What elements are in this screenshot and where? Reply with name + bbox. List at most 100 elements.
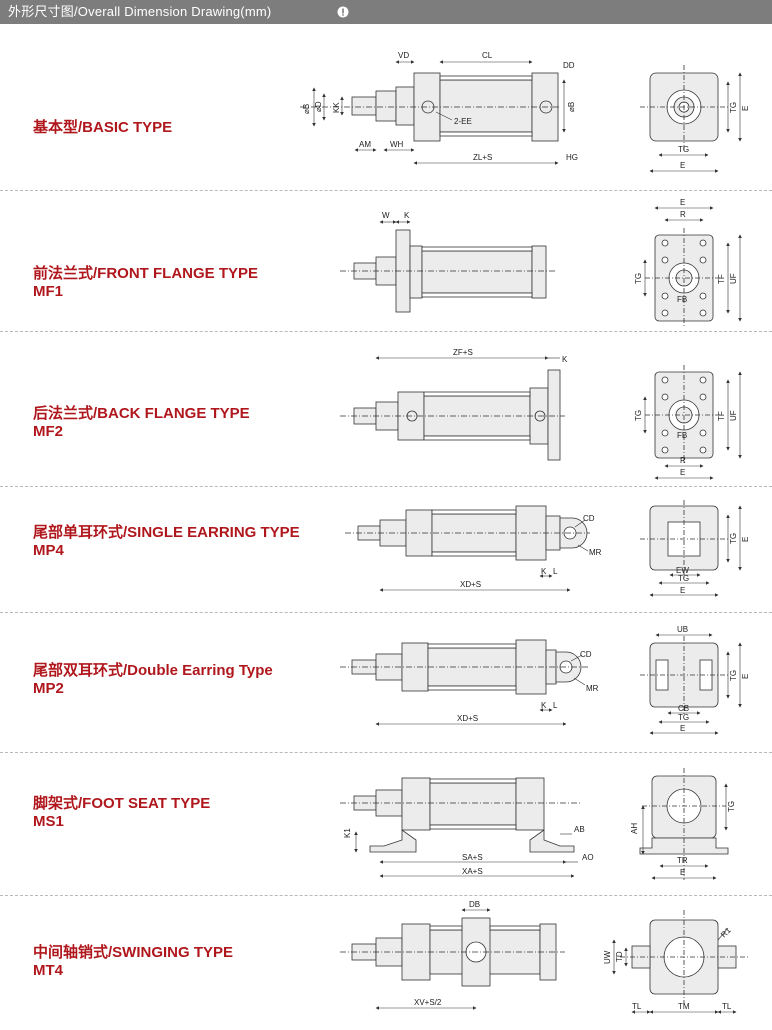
dim-label: E <box>680 468 685 477</box>
single-earring-side-view <box>345 505 590 561</box>
dim-label: FB <box>677 431 687 440</box>
dim-label: TG <box>729 533 738 544</box>
dim-label: TG <box>729 670 738 681</box>
dim-label: XV+S/2 <box>414 998 442 1007</box>
dim-label: EW <box>676 566 689 575</box>
dim-label: TD <box>615 951 624 962</box>
section-label-single-earring: 尾部单耳环式/SINGLE EARRING TYPE MP4 <box>33 524 300 560</box>
dim-label: CD <box>583 514 595 523</box>
type-name: 基本型/BASIC TYPE <box>33 119 173 136</box>
front-flange-side-view <box>340 229 555 313</box>
back-flange-end-view <box>645 365 722 465</box>
dim-label: SA+S <box>462 853 483 862</box>
dim-label: R <box>680 456 686 465</box>
section-divider <box>0 752 772 753</box>
dim-label: E <box>680 161 685 170</box>
dim-label: E <box>680 724 685 733</box>
dim-label: VD <box>398 51 409 60</box>
dim-label: ⌀B <box>567 102 576 112</box>
dim-label: AO <box>582 853 594 862</box>
dim-label: TF <box>717 274 726 284</box>
dim-label: K <box>404 211 410 220</box>
double-earring-side-view <box>340 639 590 695</box>
dim-label: XD+S <box>457 714 478 723</box>
section-divider <box>0 486 772 487</box>
type-name: 尾部单耳环式/SINGLE EARRING TYPE <box>33 524 300 541</box>
dim-label: TG <box>634 273 643 284</box>
dim-label: ⌀D <box>314 101 323 112</box>
dim-label: DD <box>563 61 575 70</box>
dim-label: AM <box>359 140 371 149</box>
section-divider <box>0 190 772 191</box>
dim-label: MR <box>586 684 599 693</box>
dim-label: KK <box>332 102 341 113</box>
type-name: 脚架式/FOOT SEAT TYPE <box>33 795 211 812</box>
dim-label: DB <box>469 900 480 909</box>
type-name: 尾部双耳环式/Double Earring Type <box>33 662 273 679</box>
dim-label: K1 <box>343 828 352 838</box>
dim-label: TG <box>727 801 736 812</box>
type-code: MF1 <box>33 283 63 300</box>
dim-label: UF <box>729 273 738 284</box>
page-title: 外形尺寸图/Overall Dimension Drawing(mm) <box>8 4 272 19</box>
dim-label: L <box>553 567 558 576</box>
section-divider <box>0 331 772 332</box>
dim-label: XA+S <box>462 867 483 876</box>
dim-label: R <box>680 210 686 219</box>
dim-label: HG <box>566 153 578 162</box>
dim-label: K <box>541 567 547 576</box>
dim-label: ⌀B <box>302 104 311 114</box>
dim-label: K <box>541 701 547 710</box>
dim-label: WH <box>390 140 404 149</box>
dim-label: TR <box>677 856 688 865</box>
type-code: MS1 <box>33 813 64 830</box>
section-label-back-flange: 后法兰式/BACK FLANGE TYPE MF2 <box>33 405 250 441</box>
dim-label: MR <box>589 548 602 557</box>
dim-label: ZL+S <box>473 153 492 162</box>
dim-label: CB <box>678 704 689 713</box>
section-label-front-flange: 前法兰式/FRONT FLANGE TYPE MF1 <box>33 265 258 301</box>
dim-label: TL <box>722 1002 732 1011</box>
info-icon <box>337 6 349 18</box>
dim-label: TG <box>634 410 643 421</box>
dim-label: FB <box>677 295 687 304</box>
swinging-end-view <box>620 910 748 1005</box>
basic-end-view <box>640 65 728 150</box>
dim-label: TF <box>717 411 726 421</box>
dim-label: E <box>741 674 750 679</box>
back-flange-side-view <box>340 369 565 461</box>
section-label-basic: 基本型/BASIC TYPE <box>33 119 172 137</box>
type-code: MT4 <box>33 962 63 979</box>
dim-label: XD+S <box>460 580 481 589</box>
dim-label: UW <box>603 950 612 964</box>
header-bar: 外形尺寸图/Overall Dimension Drawing(mm) <box>0 0 772 24</box>
dim-label: TG <box>678 713 689 722</box>
dim-label: 2-EE <box>454 117 472 126</box>
section-label-swinging: 中间轴销式/SWINGING TYPE MT4 <box>33 944 233 980</box>
type-name: 前法兰式/FRONT FLANGE TYPE <box>33 265 259 282</box>
dim-label: UB <box>677 625 688 634</box>
section-label-double-earring: 尾部双耳环式/Double Earring Type MP2 <box>33 662 273 698</box>
dim-label: E <box>680 198 685 207</box>
dim-label: CD <box>580 650 592 659</box>
dim-label: L <box>553 701 558 710</box>
section-divider <box>0 612 772 613</box>
type-code: MP4 <box>33 542 64 559</box>
dim-label: E <box>741 537 750 542</box>
foot-seat-end-view <box>639 768 729 880</box>
dim-label: TM <box>678 1002 690 1011</box>
dim-label: TG <box>678 574 689 583</box>
dim-label: W <box>382 211 390 220</box>
dim-label: AB <box>574 825 585 834</box>
dim-label: AH <box>630 823 639 834</box>
swinging-side-view <box>340 917 565 987</box>
single-earring-end-view <box>640 500 728 578</box>
basic-side-view <box>300 72 560 142</box>
dim-label: TL <box>632 1002 642 1011</box>
dim-label: E <box>680 586 685 595</box>
dim-label: TG <box>678 145 689 154</box>
dim-label: R1 <box>719 925 733 939</box>
double-earring-end-view <box>640 636 728 716</box>
front-flange-end-view <box>645 228 722 328</box>
